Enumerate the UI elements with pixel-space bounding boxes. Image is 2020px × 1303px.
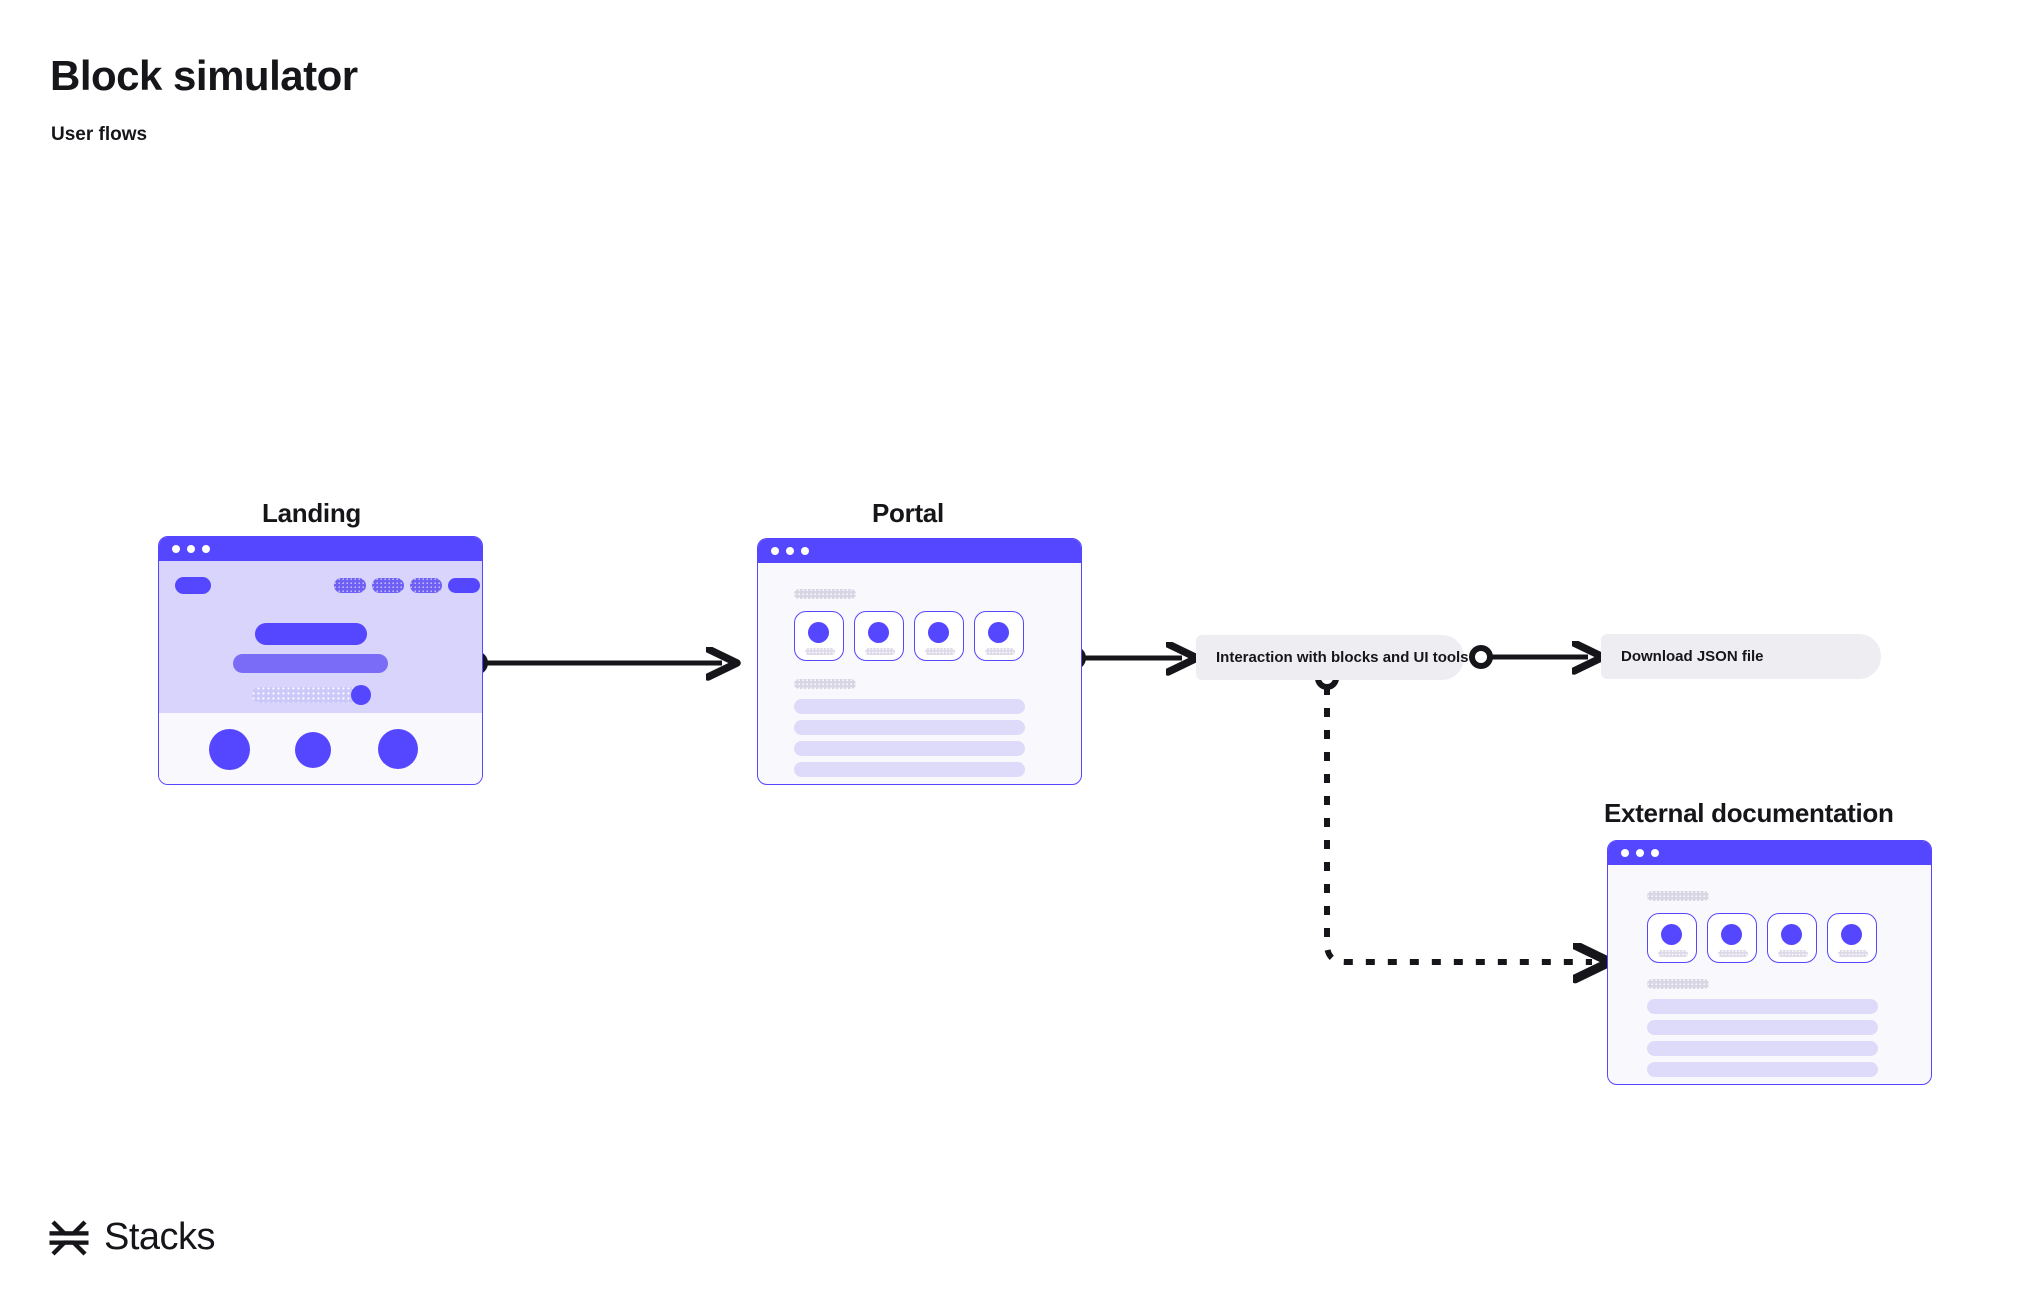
docs-block-card-4[interactable] <box>1827 913 1877 963</box>
docs-list-row-2[interactable] <box>1647 1020 1878 1035</box>
external-documentation-window[interactable] <box>1607 840 1932 1085</box>
block-caption <box>865 648 895 655</box>
docs-block-card-3[interactable] <box>1767 913 1817 963</box>
brand-name: Stacks <box>104 1216 216 1258</box>
connector-interaction-to-download <box>1469 648 1588 666</box>
block-icon <box>928 622 949 643</box>
landing-footer-section <box>159 713 482 784</box>
landing-search-input[interactable] <box>252 687 367 703</box>
block-icon <box>988 622 1009 643</box>
traffic-light-close-icon[interactable] <box>172 545 180 553</box>
portal-list-row-2[interactable] <box>794 720 1025 735</box>
connector-landing-to-portal <box>464 654 722 672</box>
portal-body <box>758 563 1081 784</box>
landing-subheadline <box>233 654 388 673</box>
page-title: Block simulator <box>50 52 358 99</box>
landing-hero <box>159 561 482 713</box>
docs-block-card-1[interactable] <box>1647 913 1697 963</box>
portal-list-row-3[interactable] <box>794 741 1025 756</box>
traffic-light-maximize-icon[interactable] <box>1651 849 1659 857</box>
block-caption <box>805 648 835 655</box>
landing-nav-item-2[interactable] <box>372 578 404 593</box>
landing-feature-circle-1[interactable] <box>209 729 250 770</box>
docs-body <box>1608 865 1931 1084</box>
portal-section-label-1 <box>794 589 856 599</box>
portal-block-card-1[interactable] <box>794 611 844 661</box>
docs-list-row-3[interactable] <box>1647 1041 1878 1056</box>
block-icon <box>1841 924 1862 945</box>
flow-label-interaction[interactable]: Interaction with blocks and UI tools <box>1196 635 1469 680</box>
portal-block-card-4[interactable] <box>974 611 1024 661</box>
landing-nav-item-3[interactable] <box>410 578 442 593</box>
block-icon <box>808 622 829 643</box>
traffic-light-maximize-icon[interactable] <box>801 547 809 555</box>
block-caption <box>1658 950 1688 957</box>
flow-label-download[interactable]: Download JSON file <box>1601 634 1881 679</box>
connector-interaction-to-documentation <box>1315 666 1592 962</box>
block-icon <box>868 622 889 643</box>
flow-label-download-text: Download JSON file <box>1621 648 1764 665</box>
portal-list-row-1[interactable] <box>794 699 1025 714</box>
block-caption <box>925 648 955 655</box>
landing-body <box>159 561 482 784</box>
landing-headline <box>255 623 367 645</box>
block-icon <box>1721 924 1742 945</box>
node-title-portal: Portal <box>872 498 944 528</box>
block-caption <box>1778 950 1808 957</box>
portal-window[interactable] <box>757 538 1082 785</box>
brand: Stacks <box>48 1216 216 1259</box>
block-icon <box>1661 924 1682 945</box>
portal-block-card-2[interactable] <box>854 611 904 661</box>
landing-titlebar <box>159 537 482 561</box>
flow-label-interaction-text: Interaction with blocks and UI tools <box>1216 649 1469 666</box>
traffic-light-minimize-icon[interactable] <box>786 547 794 555</box>
landing-nav-cta[interactable] <box>448 578 480 593</box>
portal-section-label-2 <box>794 679 856 689</box>
docs-section-label-2 <box>1647 979 1709 989</box>
block-caption <box>1718 950 1748 957</box>
landing-feature-circle-3[interactable] <box>378 729 418 769</box>
block-icon <box>1781 924 1802 945</box>
docs-list-row-1[interactable] <box>1647 999 1878 1014</box>
stacks-logo-icon <box>49 1219 89 1256</box>
traffic-light-close-icon[interactable] <box>1621 849 1629 857</box>
block-caption <box>1838 950 1868 957</box>
landing-feature-circle-2[interactable] <box>295 732 331 768</box>
traffic-light-close-icon[interactable] <box>771 547 779 555</box>
docs-section-label-1 <box>1647 891 1709 901</box>
landing-search-button[interactable] <box>351 685 371 705</box>
landing-window[interactable] <box>158 536 483 785</box>
connector-portal-to-interaction <box>1062 649 1182 667</box>
landing-nav-item-1[interactable] <box>334 578 366 593</box>
portal-list-row-4[interactable] <box>794 762 1025 777</box>
traffic-light-maximize-icon[interactable] <box>202 545 210 553</box>
node-title-landing: Landing <box>262 498 361 528</box>
docs-list-row-4[interactable] <box>1647 1062 1878 1077</box>
landing-nav-logo[interactable] <box>175 577 211 594</box>
portal-block-card-3[interactable] <box>914 611 964 661</box>
portal-titlebar <box>758 539 1081 563</box>
docs-block-card-2[interactable] <box>1707 913 1757 963</box>
traffic-light-minimize-icon[interactable] <box>1636 849 1644 857</box>
traffic-light-minimize-icon[interactable] <box>187 545 195 553</box>
node-title-external-documentation: External documentation <box>1604 798 1894 828</box>
block-caption <box>985 648 1015 655</box>
docs-titlebar <box>1608 841 1931 865</box>
page-subtitle: User flows <box>51 124 148 145</box>
